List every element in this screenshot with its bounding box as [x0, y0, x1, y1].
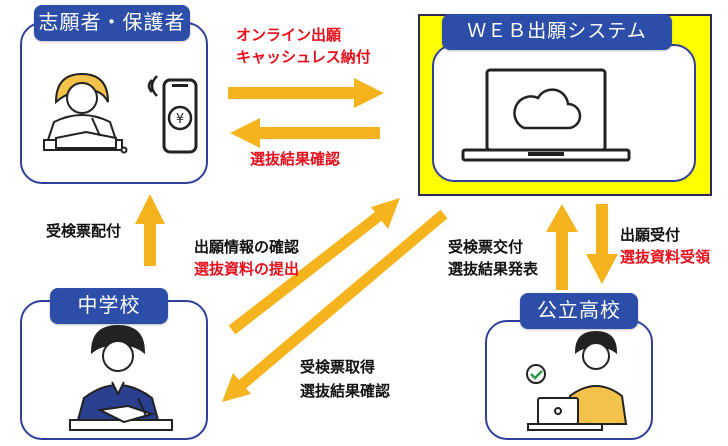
cashless-pay-label: キャッシュレス納付 [236, 48, 371, 66]
applicant-person-icon [43, 72, 128, 154]
selection-docs-submit-label: 選抜資料の提出 [194, 260, 300, 278]
online-apply-label: オンライン出願 [236, 26, 342, 44]
high-school-label: 公立高校 [520, 293, 638, 329]
applicant-label: 志願者・保護者 [34, 5, 190, 41]
arrow-to-web [228, 78, 384, 108]
arrow-up-right [546, 204, 578, 290]
web-system-label: ＷＥＢ出願システム [442, 14, 672, 50]
result-check-bottom-label: 選抜結果確認 [300, 382, 391, 400]
svg-text:¥: ¥ [176, 112, 184, 127]
selection-docs-receive-label: 選抜資料受領 [620, 248, 711, 266]
ticket-issue-label: 受検票交付 [448, 238, 524, 256]
arrow-up-left [135, 194, 165, 266]
arrow-diag-down [222, 209, 448, 402]
arrow-from-web [230, 118, 380, 148]
arrow-down-right [586, 204, 618, 284]
ticket-obtain-label: 受検票取得 [300, 358, 376, 376]
arrow-diag-up [228, 198, 400, 335]
result-announce-label: 選抜結果発表 [448, 260, 539, 278]
middle-school-label: 中学校 [50, 288, 168, 324]
teacher-laptop-icon [526, 330, 628, 431]
result-check-top-label: 選抜結果確認 [250, 150, 341, 168]
ticket-distribution-label: 受検票配付 [46, 222, 122, 240]
application-info-check-label: 出願情報の確認 [194, 238, 300, 256]
laptop-cloud-icon [461, 68, 631, 162]
application-accept-label: 出願受付 [620, 226, 681, 244]
student-uniform-icon [69, 324, 173, 431]
smartphone-yen-icon: ¥ [147, 75, 198, 154]
